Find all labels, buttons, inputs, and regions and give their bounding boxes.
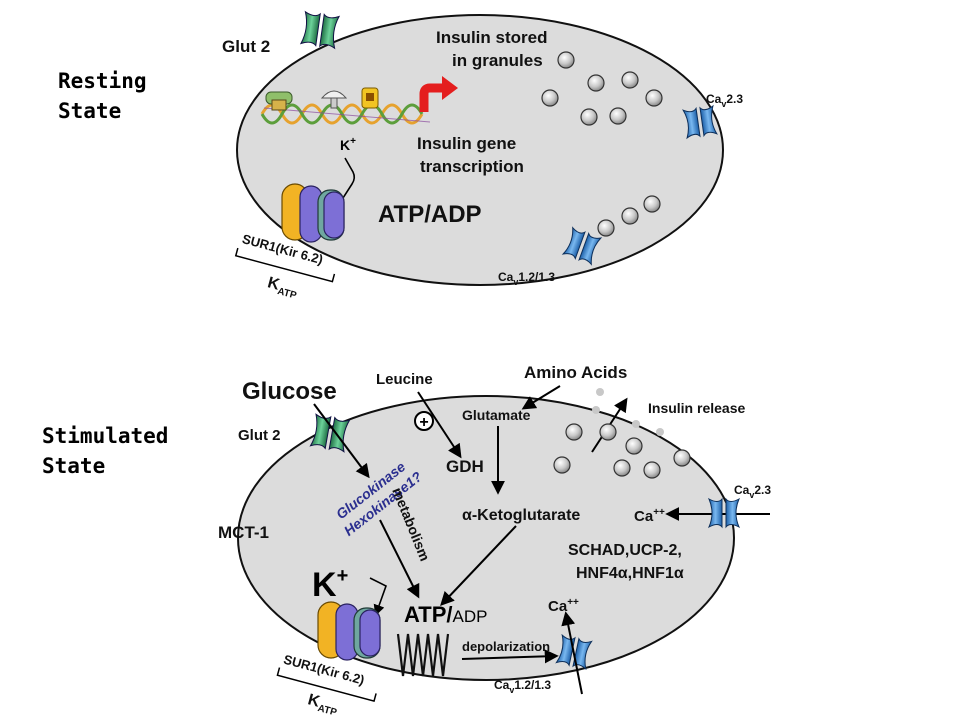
glut2-label: Glut 2: [222, 37, 270, 56]
insulin-stored-label-line2: in granules: [452, 51, 543, 70]
metabolism-arrow: [379, 519, 420, 599]
depolarization-label: depolarization: [462, 639, 550, 654]
depolarization-arrow: [461, 649, 559, 664]
mct1-label: MCT-1: [218, 523, 269, 542]
leucine-label: Leucine: [376, 371, 433, 388]
schad-label-line2: HNF4α,HNF1α: [576, 565, 684, 582]
plus-symbol: +: [419, 414, 428, 431]
insulin-granule-icon: [599, 423, 617, 441]
dna-helix-icon: [260, 87, 431, 125]
released-granule-icon: [592, 406, 600, 414]
released-granule-icon: [596, 388, 604, 396]
insulin-granule-icon: [613, 459, 631, 477]
insulin-granule-icon: [621, 71, 639, 89]
k-arrow: [369, 577, 387, 617]
stimulated-state-label-line1: Stimulated: [42, 424, 168, 448]
leucine-arrow: [417, 391, 462, 459]
katp-channel-icon: [281, 183, 345, 243]
insulin-granule-icon: [609, 107, 627, 125]
transcription-label-line1: Insulin gene: [417, 134, 516, 153]
katp-channel-icon: [317, 601, 381, 661]
cav12-label: Cav1.2/1.3: [498, 270, 555, 287]
insulin-granule-icon: [541, 89, 559, 107]
atp-adp-label: ATP/ADP: [404, 602, 487, 627]
cav23-label: Cav2.3: [734, 483, 771, 500]
insulin-stored-label-line1: Insulin stored: [436, 28, 547, 47]
cav12-label: Cav1.2/1.3: [494, 678, 551, 695]
insulin-granule-icon: [565, 423, 583, 441]
stimulated-cell: [237, 395, 735, 681]
alpha-kg-arrow: [440, 525, 517, 607]
insulin-release-label: Insulin release: [648, 400, 745, 416]
depolarization-zigzag-icon: [396, 633, 450, 677]
plus-circle-icon: [414, 411, 434, 431]
katp-label: KATP: [265, 274, 300, 301]
released-granule-icon: [632, 420, 640, 428]
k-plus-label: K+: [312, 565, 348, 604]
stimulated-panel: Stimulated State Glucose Glut 2 Leucine …: [42, 363, 771, 719]
red-arrow-icon: [442, 76, 458, 100]
stimulated-state-label-line2: State: [42, 454, 105, 478]
glut2-transporter-icon: [300, 11, 340, 49]
ca-lower-label: Ca++: [548, 597, 579, 615]
gdh-label: GDH: [446, 457, 484, 476]
glucose-label: Glucose: [242, 378, 337, 405]
transcription-factor-icon: [320, 90, 348, 99]
insulin-granule-icon: [643, 461, 661, 479]
ca-inside-label: Ca++: [634, 507, 665, 525]
glut2-label: Glut 2: [238, 427, 281, 444]
cav23-label: Cav2.3: [706, 92, 743, 109]
transcription-label-line2: transcription: [420, 157, 524, 176]
k-efflux-arrow: [332, 157, 356, 214]
insulin-granule-icon: [643, 195, 661, 213]
insulin-granule-icon: [580, 108, 598, 126]
insulin-granule-icon: [597, 219, 615, 237]
insulin-granule-icon: [621, 207, 639, 225]
insulin-granule-icon: [645, 89, 663, 107]
released-granule-icon: [656, 428, 664, 436]
resting-state-label-line2: State: [58, 99, 121, 123]
amino-acids-arrow: [521, 385, 561, 410]
resting-panel: Resting State Glut 2 Insulin stored in g…: [58, 11, 743, 302]
red-arrow-icon: [419, 83, 444, 112]
glucose-arrow: [313, 403, 370, 479]
stimulated-insulin-granules: [553, 388, 691, 479]
ca-lower-arrow: [561, 611, 583, 695]
insulin-granule-icon: [673, 449, 691, 467]
schad-label-line1: SCHAD,UCP-2,: [568, 542, 682, 559]
amino-acids-label: Amino Acids: [524, 363, 627, 382]
insulin-granule-icon: [557, 51, 575, 69]
glutamate-label: Glutamate: [462, 407, 531, 423]
atp-adp-label: ATP/ADP: [378, 201, 482, 228]
insulin-granule-icon: [553, 456, 571, 474]
insulin-granule-icon: [625, 437, 643, 455]
resting-insulin-granules: [541, 51, 663, 237]
k-plus-label: K+: [340, 136, 356, 153]
alpha-ketoglutarate-label: α-Ketoglutarate: [462, 507, 580, 524]
katp-label: KATP: [305, 691, 340, 718]
insulin-granule-icon: [587, 74, 605, 92]
resting-state-label-line1: Resting: [58, 69, 147, 93]
